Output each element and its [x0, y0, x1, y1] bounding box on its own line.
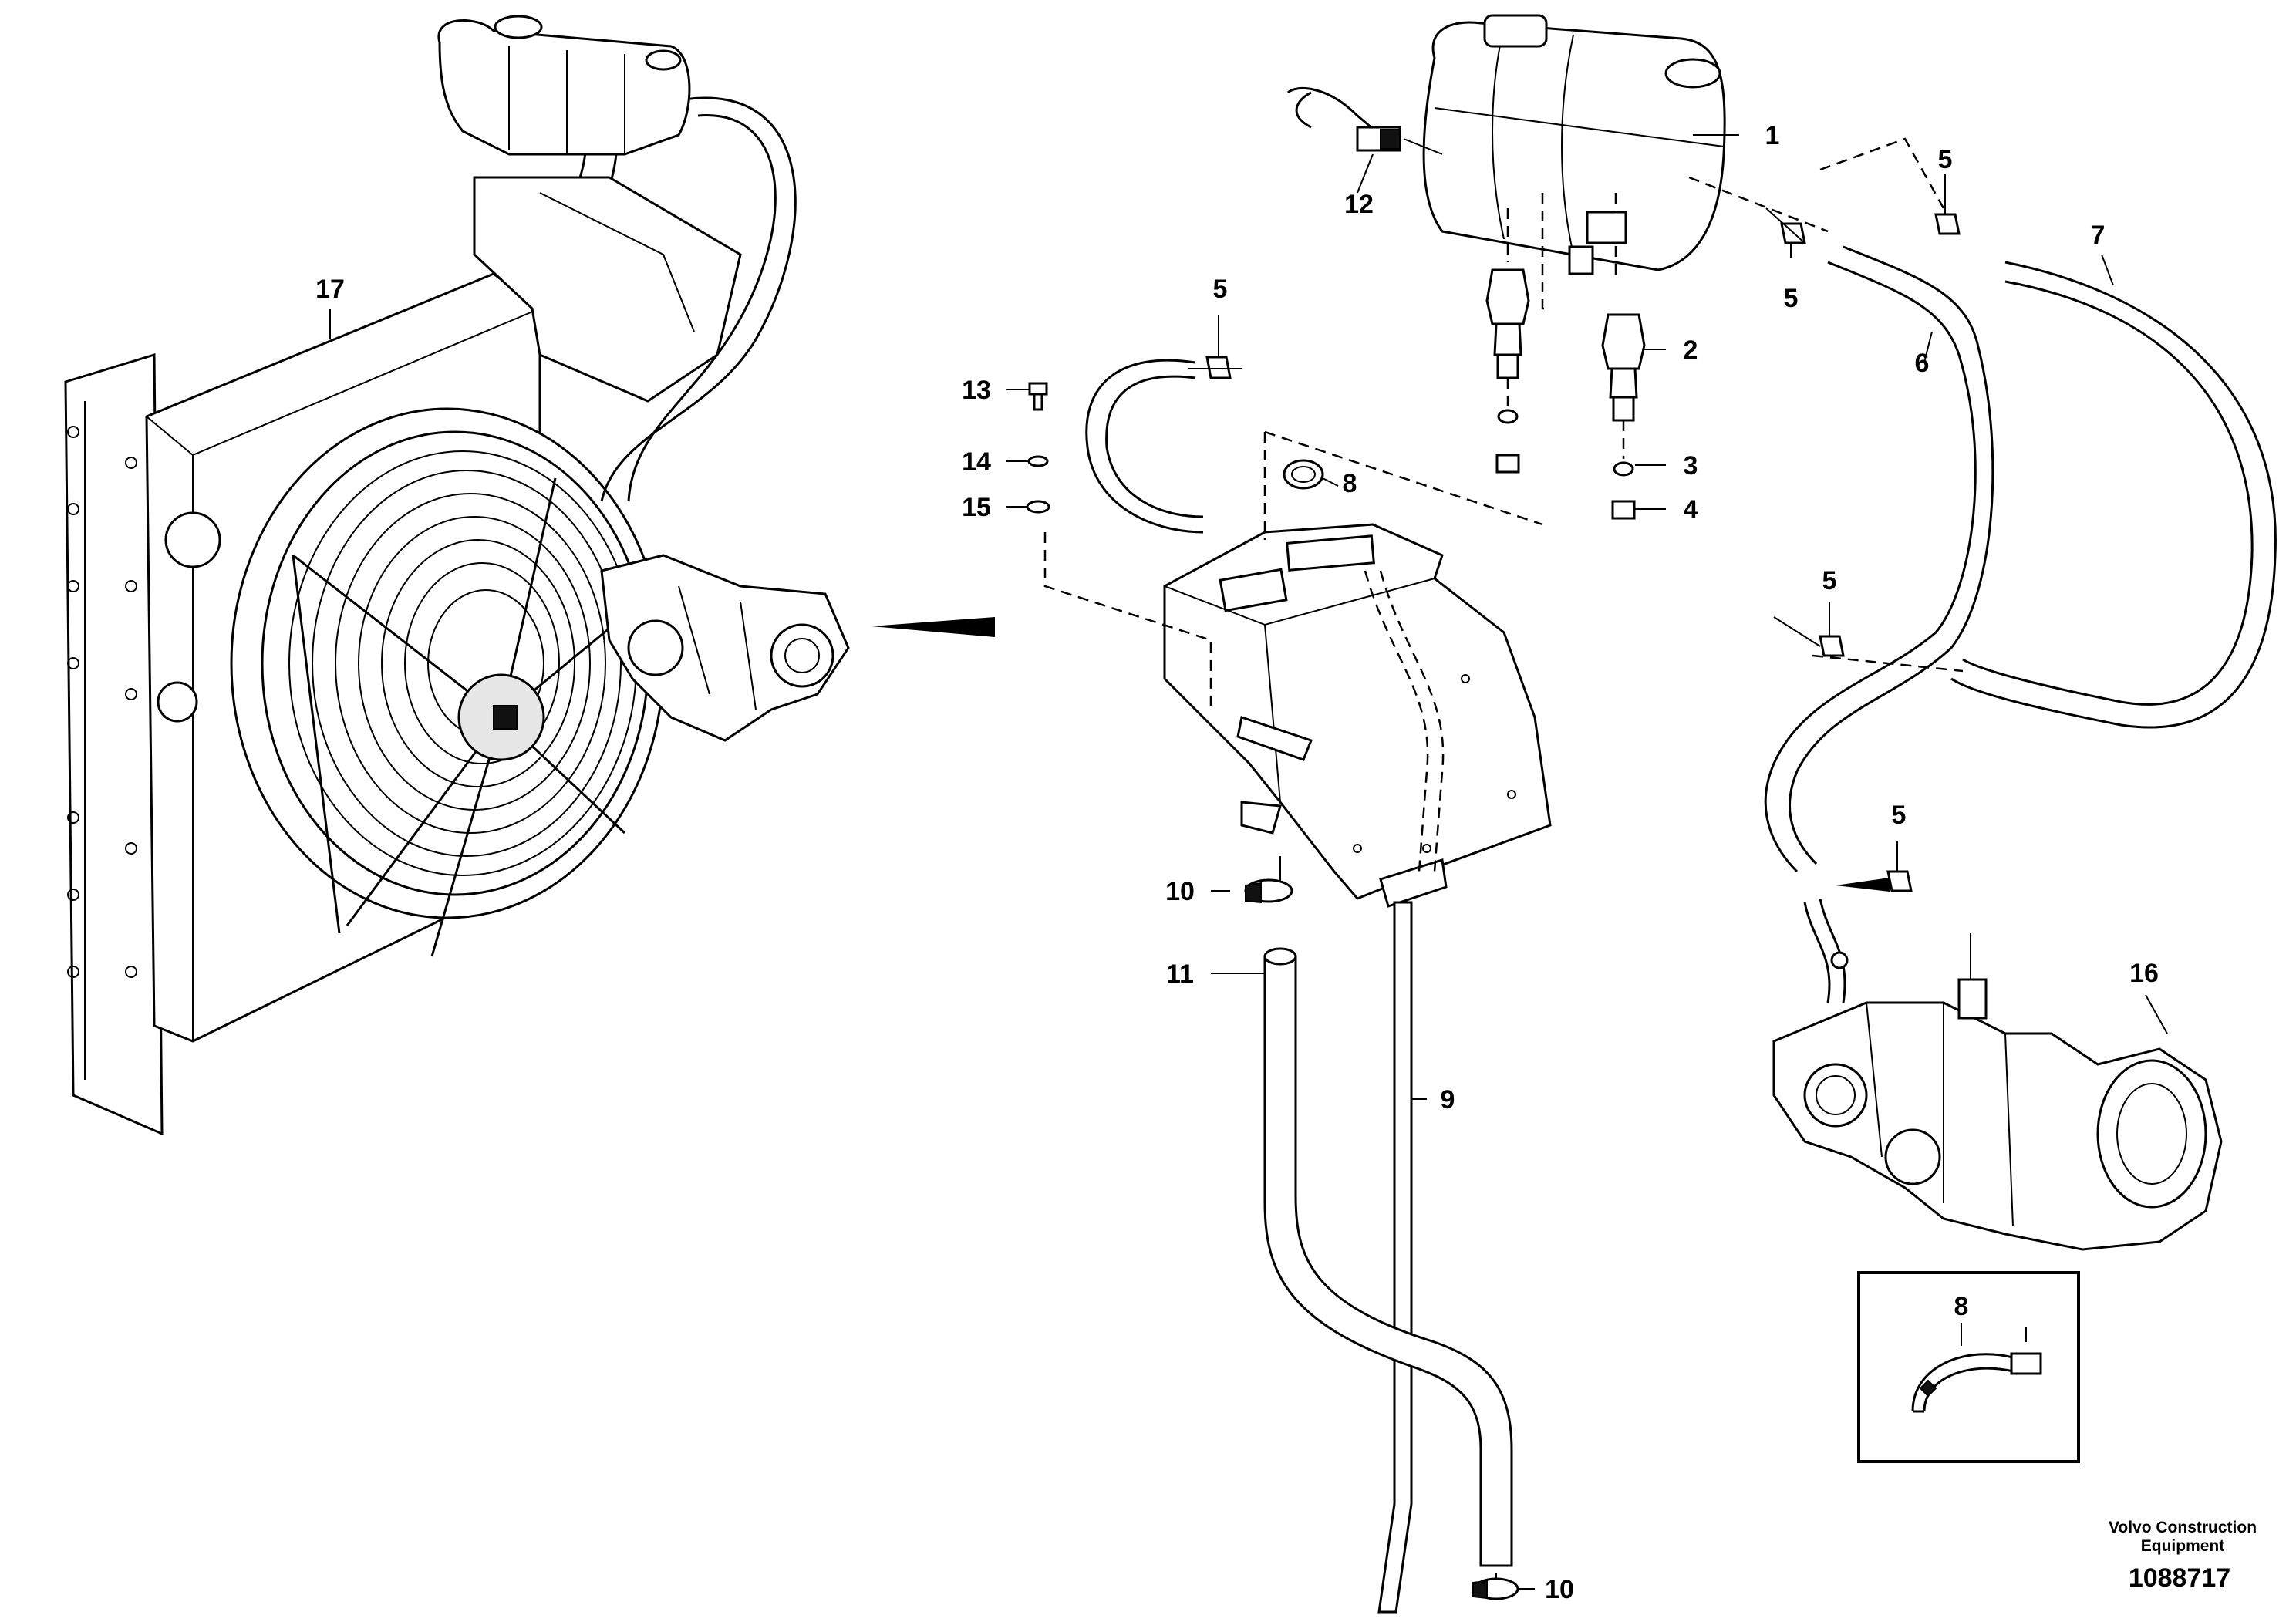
fan-guard-rings	[288, 450, 637, 876]
cable-tie-8	[1283, 459, 1324, 490]
callout-5d: 5	[1822, 566, 1837, 595]
callout-5a: 5	[1213, 275, 1228, 304]
callout-8a: 8	[1343, 469, 1357, 498]
p-clamps	[1188, 207, 1961, 892]
footer-company-line1: Volvo Construction	[2109, 1519, 2257, 1536]
callout-9: 9	[1441, 1085, 1455, 1114]
callout-7: 7	[2091, 221, 2106, 250]
screw-washer-stack	[1026, 382, 1050, 514]
footer-company-line2: Equipment	[2141, 1537, 2225, 1555]
callout-6: 6	[1915, 349, 1930, 378]
callout-11: 11	[1166, 959, 1194, 989]
callout-4: 4	[1684, 495, 1698, 524]
callout-13: 13	[962, 376, 991, 405]
callout-10b: 10	[1545, 1575, 1574, 1604]
hoses-right	[1688, 137, 2277, 873]
level-sensor	[1286, 87, 1443, 155]
callout-8b: 8	[1954, 1292, 1969, 1321]
callout-5b: 5	[1938, 145, 1953, 174]
leader-lines	[329, 134, 2168, 1590]
callout-10a: 10	[1165, 877, 1195, 906]
direction-arrow-left	[872, 617, 995, 637]
callout-15: 15	[962, 493, 991, 522]
direction-arrow-pump	[1836, 878, 1890, 892]
coolant-pump-housing	[1772, 898, 2223, 1251]
detail-box-cable-tie	[1857, 1271, 2080, 1463]
radiator-fan-assembly	[64, 15, 850, 1136]
expansion-tank	[1422, 14, 1726, 310]
callout-5e: 5	[1892, 801, 1907, 830]
callout-16: 16	[2129, 959, 2159, 988]
callout-2: 2	[1684, 336, 1698, 365]
callout-17: 17	[315, 275, 345, 304]
center-bracket-assembly	[1043, 359, 1552, 1614]
callout-labels: 1 2 3 4 5 5 5 5 5 6 7 8 8 9 10 10 11 12 …	[315, 121, 2159, 1604]
callout-14: 14	[962, 447, 991, 477]
footer-drawing-number: 1088717	[2129, 1563, 2230, 1593]
footer-block: Volvo Construction Equipment 1088717	[2109, 1519, 2257, 1593]
grommet-stack	[1485, 268, 1646, 520]
callout-3: 3	[1684, 451, 1698, 481]
callout-1: 1	[1765, 121, 1780, 150]
callout-5c: 5	[1784, 284, 1799, 313]
callout-12: 12	[1344, 190, 1374, 219]
hose-clamp-upper	[1244, 878, 1293, 904]
hose-clamp-lower	[1472, 1577, 1519, 1600]
frame-bolts	[67, 426, 137, 978]
